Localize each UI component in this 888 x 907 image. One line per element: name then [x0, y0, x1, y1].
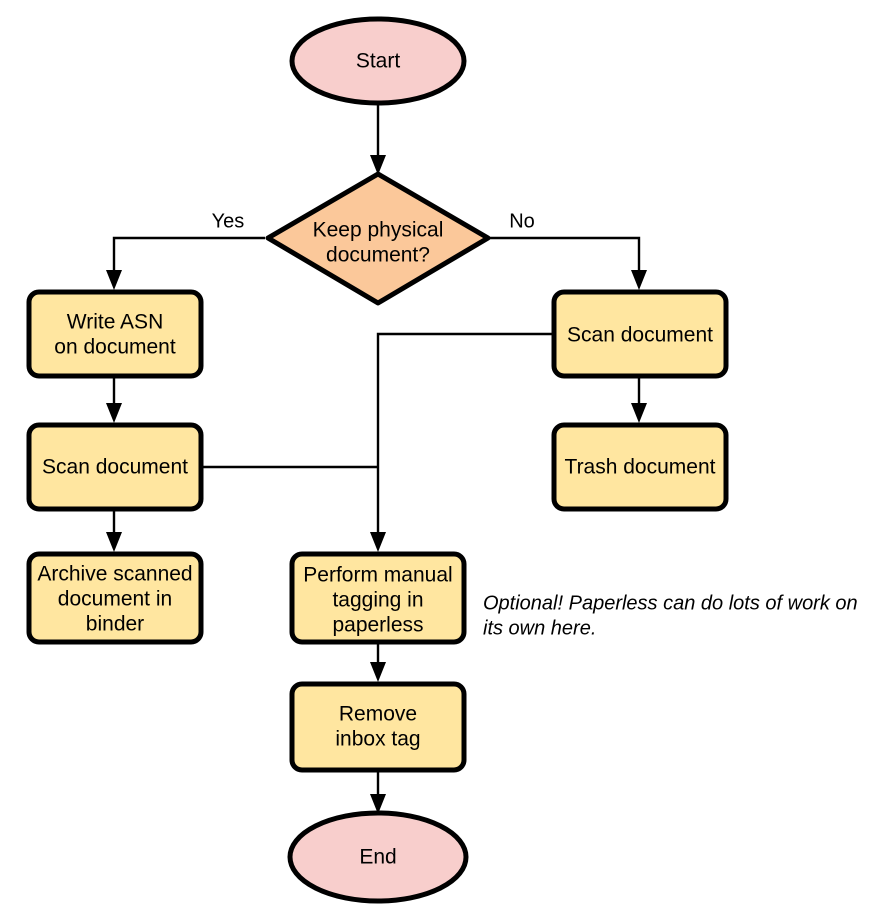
node-label-scan-right: Scan document — [567, 324, 713, 347]
edge-line — [376, 332, 552, 541]
edge-write-asn-to-scan-left — [106, 378, 122, 423]
trash-document-box[interactable] — [551, 422, 729, 512]
node-trash-document[interactable]: Trash document — [551, 422, 729, 512]
annotation-line-2: its own here. — [483, 617, 596, 639]
arrowhead-icon — [370, 662, 386, 682]
node-label-end: End — [359, 846, 396, 869]
node-perform-manual-tagging[interactable]: Perform manual tagging in paperless — [289, 551, 467, 645]
remove-inbox-tag-box[interactable] — [289, 681, 467, 773]
node-start[interactable]: Start — [289, 16, 467, 106]
scan-document-right-box[interactable] — [551, 289, 729, 379]
edge-start-to-decision — [370, 105, 386, 175]
node-label-scan-left: Scan document — [42, 456, 188, 479]
node-label-archive-line3: binder — [86, 613, 144, 636]
node-label-write-asn-line2: on document — [54, 336, 176, 359]
node-label-write-asn-line1: Write ASN — [67, 311, 163, 334]
node-label-tagging-line2: tagging in — [332, 589, 423, 612]
node-label-tagging-line1: Perform manual — [303, 564, 452, 587]
node-write-asn[interactable]: Write ASN on document — [26, 289, 204, 379]
node-label-decision-line2: document? — [326, 244, 430, 267]
edge-decision-yes-to-write-asn: Yes — [106, 210, 265, 290]
node-label-remove-inbox-line1: Remove — [339, 703, 417, 726]
node-label-start: Start — [356, 50, 401, 73]
node-label-tagging-line3: paperless — [332, 614, 423, 637]
arrowhead-icon — [631, 403, 647, 423]
scan-document-left-box[interactable] — [26, 422, 204, 512]
node-archive-scanned-document[interactable]: Archive scanned document in binder — [26, 551, 204, 645]
start-ellipse[interactable] — [289, 16, 467, 106]
node-decision-keep-physical-document[interactable]: Keep physical document? — [265, 171, 491, 306]
node-label-archive-line2: document in — [58, 588, 172, 611]
archive-box[interactable] — [26, 551, 204, 645]
arrowhead-icon — [106, 270, 122, 290]
edge-scan-left-to-archive — [106, 511, 122, 552]
arrowhead-icon — [631, 270, 647, 290]
tagging-box[interactable] — [289, 551, 467, 645]
node-label-trash: Trash document — [565, 456, 716, 479]
write-asn-box[interactable] — [26, 289, 204, 379]
edge-label-yes: Yes — [212, 210, 245, 232]
edge-label-no: No — [509, 210, 535, 232]
node-label-decision-line1: Keep physical — [313, 219, 444, 242]
arrowhead-icon — [370, 532, 386, 552]
edge-decision-no-to-scan-right: No — [490, 210, 647, 290]
annotation-line-1: Optional! Paperless can do lots of work … — [483, 592, 858, 614]
annotation-optional-note: Optional! Paperless can do lots of work … — [483, 592, 858, 639]
edge-tagging-to-remove-inbox — [370, 643, 386, 682]
edge-scan-right-to-trash — [631, 378, 647, 423]
edge-line — [490, 236, 641, 279]
edge-remove-inbox-to-end — [370, 772, 386, 814]
node-label-remove-inbox-line2: inbox tag — [335, 728, 420, 751]
edge-scan-right-to-tagging — [370, 332, 552, 552]
node-end[interactable]: End — [287, 810, 469, 904]
arrowhead-icon — [370, 155, 386, 175]
node-scan-document-right[interactable]: Scan document — [551, 289, 729, 379]
arrowhead-icon — [106, 403, 122, 423]
arrowhead-icon — [106, 532, 122, 552]
arrowhead-icon — [370, 794, 386, 814]
node-remove-inbox-tag[interactable]: Remove inbox tag — [289, 681, 467, 773]
end-ellipse[interactable] — [287, 810, 469, 904]
node-label-archive-line1: Archive scanned — [37, 563, 192, 586]
edge-line — [112, 236, 265, 279]
decision-diamond[interactable] — [265, 171, 491, 306]
node-scan-document-left[interactable]: Scan document — [26, 422, 204, 512]
